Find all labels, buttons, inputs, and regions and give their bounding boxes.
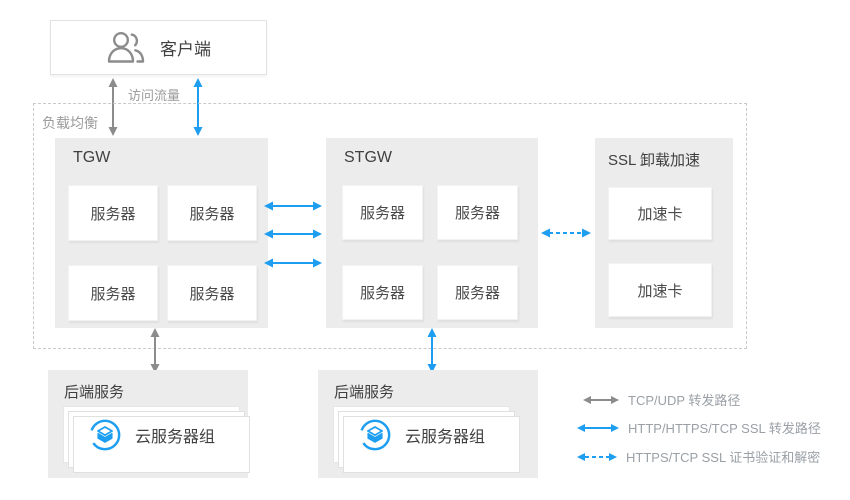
ssl-panel: SSL 卸载加速 加速卡 加速卡 (595, 138, 733, 328)
cvm-label: 云服务器组 (404, 428, 485, 446)
cvm-icon (88, 418, 122, 452)
tgw-server-box: 服务器 (68, 265, 158, 321)
tgw-server-box: 服务器 (167, 265, 257, 321)
legend-item-tcp-udp: TCP/UDP 转发路径 (583, 390, 740, 409)
arrow-tgw-stgw-3 (264, 258, 322, 268)
cvm-group-card: 云服务器组 (333, 406, 520, 473)
stgw-server-box: 服务器 (437, 185, 518, 240)
stgw-server-box: 服务器 (342, 265, 423, 320)
stgw-server-box: 服务器 (342, 185, 423, 240)
legend-solid-blue-arrow-icon (577, 423, 619, 432)
arrow-stgw-ssl-cert (541, 228, 591, 238)
load-balancer-container: 负载均衡 (33, 103, 747, 349)
arrow-client-tgw-tcp (108, 78, 118, 136)
tgw-title: TGW (73, 149, 111, 166)
accelerator-card-box: 加速卡 (608, 187, 712, 240)
arrow-tgw-backend (150, 328, 160, 373)
arrow-tgw-stgw-2 (264, 229, 322, 239)
backend-right-title: 后端服务 (334, 384, 395, 401)
arrow-client-tgw-http (193, 78, 203, 136)
arrow-stgw-backend (427, 328, 437, 373)
backend-left-title: 后端服务 (64, 384, 125, 401)
legend-label: HTTP/HTTPS/TCP SSL 转发路径 (628, 421, 821, 436)
arrow-tgw-stgw-1 (264, 201, 322, 211)
users-icon (106, 30, 146, 66)
backend-right-panel: 后端服务 云服务器组 (318, 370, 538, 478)
legend-dashed-blue-arrow-icon (577, 452, 617, 461)
tgw-panel: TGW 服务器 服务器 服务器 服务器 (55, 138, 268, 328)
ssl-title: SSL 卸载加速 (608, 152, 700, 169)
legend-label: TCP/UDP 转发路径 (628, 393, 741, 408)
cvm-label: 云服务器组 (134, 428, 215, 446)
load-balancer-label: 负载均衡 (42, 115, 98, 131)
legend-item-https-cert: HTTPS/TCP SSL 证书验证和解密 (577, 447, 820, 466)
cvm-group-card: 云服务器组 (63, 406, 250, 473)
tgw-server-box: 服务器 (167, 185, 257, 241)
client-box: 客户端 (50, 20, 267, 75)
stgw-title: STGW (344, 149, 392, 166)
legend-label: HTTPS/TCP SSL 证书验证和解密 (626, 450, 821, 465)
traffic-label: 访问流量 (128, 88, 181, 103)
backend-left-panel: 后端服务 云服务器组 (48, 370, 250, 478)
stgw-panel: STGW 服务器 服务器 服务器 服务器 (326, 138, 538, 328)
legend-solid-gray-arrow-icon (583, 395, 619, 404)
cvm-icon (358, 418, 392, 452)
accelerator-card-box: 加速卡 (608, 263, 712, 317)
tgw-server-box: 服务器 (68, 185, 158, 241)
stgw-server-box: 服务器 (437, 265, 518, 320)
legend-item-http-https: HTTP/HTTPS/TCP SSL 转发路径 (577, 418, 821, 437)
client-label: 客户端 (160, 40, 211, 59)
